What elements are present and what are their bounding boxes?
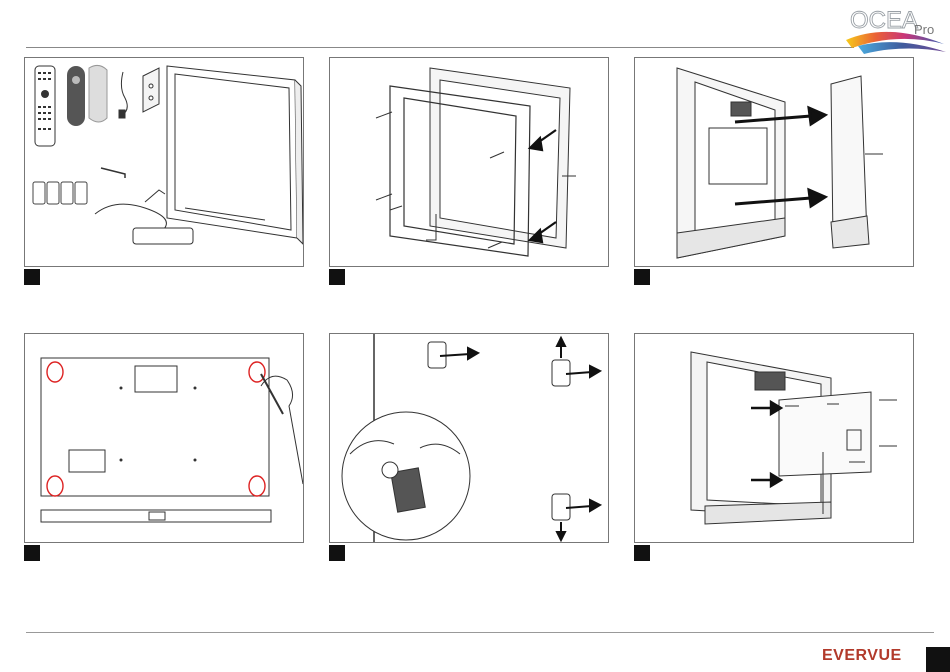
remote-control-icon [35,66,55,146]
logo-ocea-text: OCEA [850,7,918,34]
panel-detach-wall-bracket [634,57,914,267]
footer-divider [26,632,934,633]
panel-mount-bracket-screws [634,333,914,543]
arrow-place-icon [440,338,600,540]
step-5-badge [329,545,345,561]
usb-cable-icon [119,72,127,118]
bracket-template-illustration [41,358,269,496]
step-3-badge [634,269,650,285]
step-6-badge [634,545,650,561]
panel-attach-adhesive-pads [329,333,609,543]
evervue-logo: EVERVUE [822,644,914,664]
panel-remove-front-frame [329,57,609,267]
bottom-rail-illustration [41,510,271,522]
remote-holder-icon [89,65,107,122]
step-4-badge [24,545,40,561]
peel-backing-detail-icon [342,412,470,540]
adhesive-pads-icon [33,182,87,204]
tv-back-panel-illustration [677,68,785,258]
header-divider [26,47,854,48]
mount-plate-illustration [779,392,871,476]
step-1-badge [24,269,40,285]
bracket-clip-icon [143,68,159,112]
ocea-pro-logo: OCEA Pro [838,0,950,56]
page-number-tab [926,647,950,672]
panel-package-contents [24,57,304,267]
step-2-badge [329,269,345,285]
tv-frame-illustration [167,66,303,244]
logo-pro-text: Pro [914,22,934,37]
brand-wordmark: EVERVUE [822,647,902,664]
wall-bracket-illustration [831,76,869,248]
pointer-remote-icon [67,66,85,126]
panel-mark-drill-holes [24,333,304,543]
hex-key-icon [101,168,125,178]
